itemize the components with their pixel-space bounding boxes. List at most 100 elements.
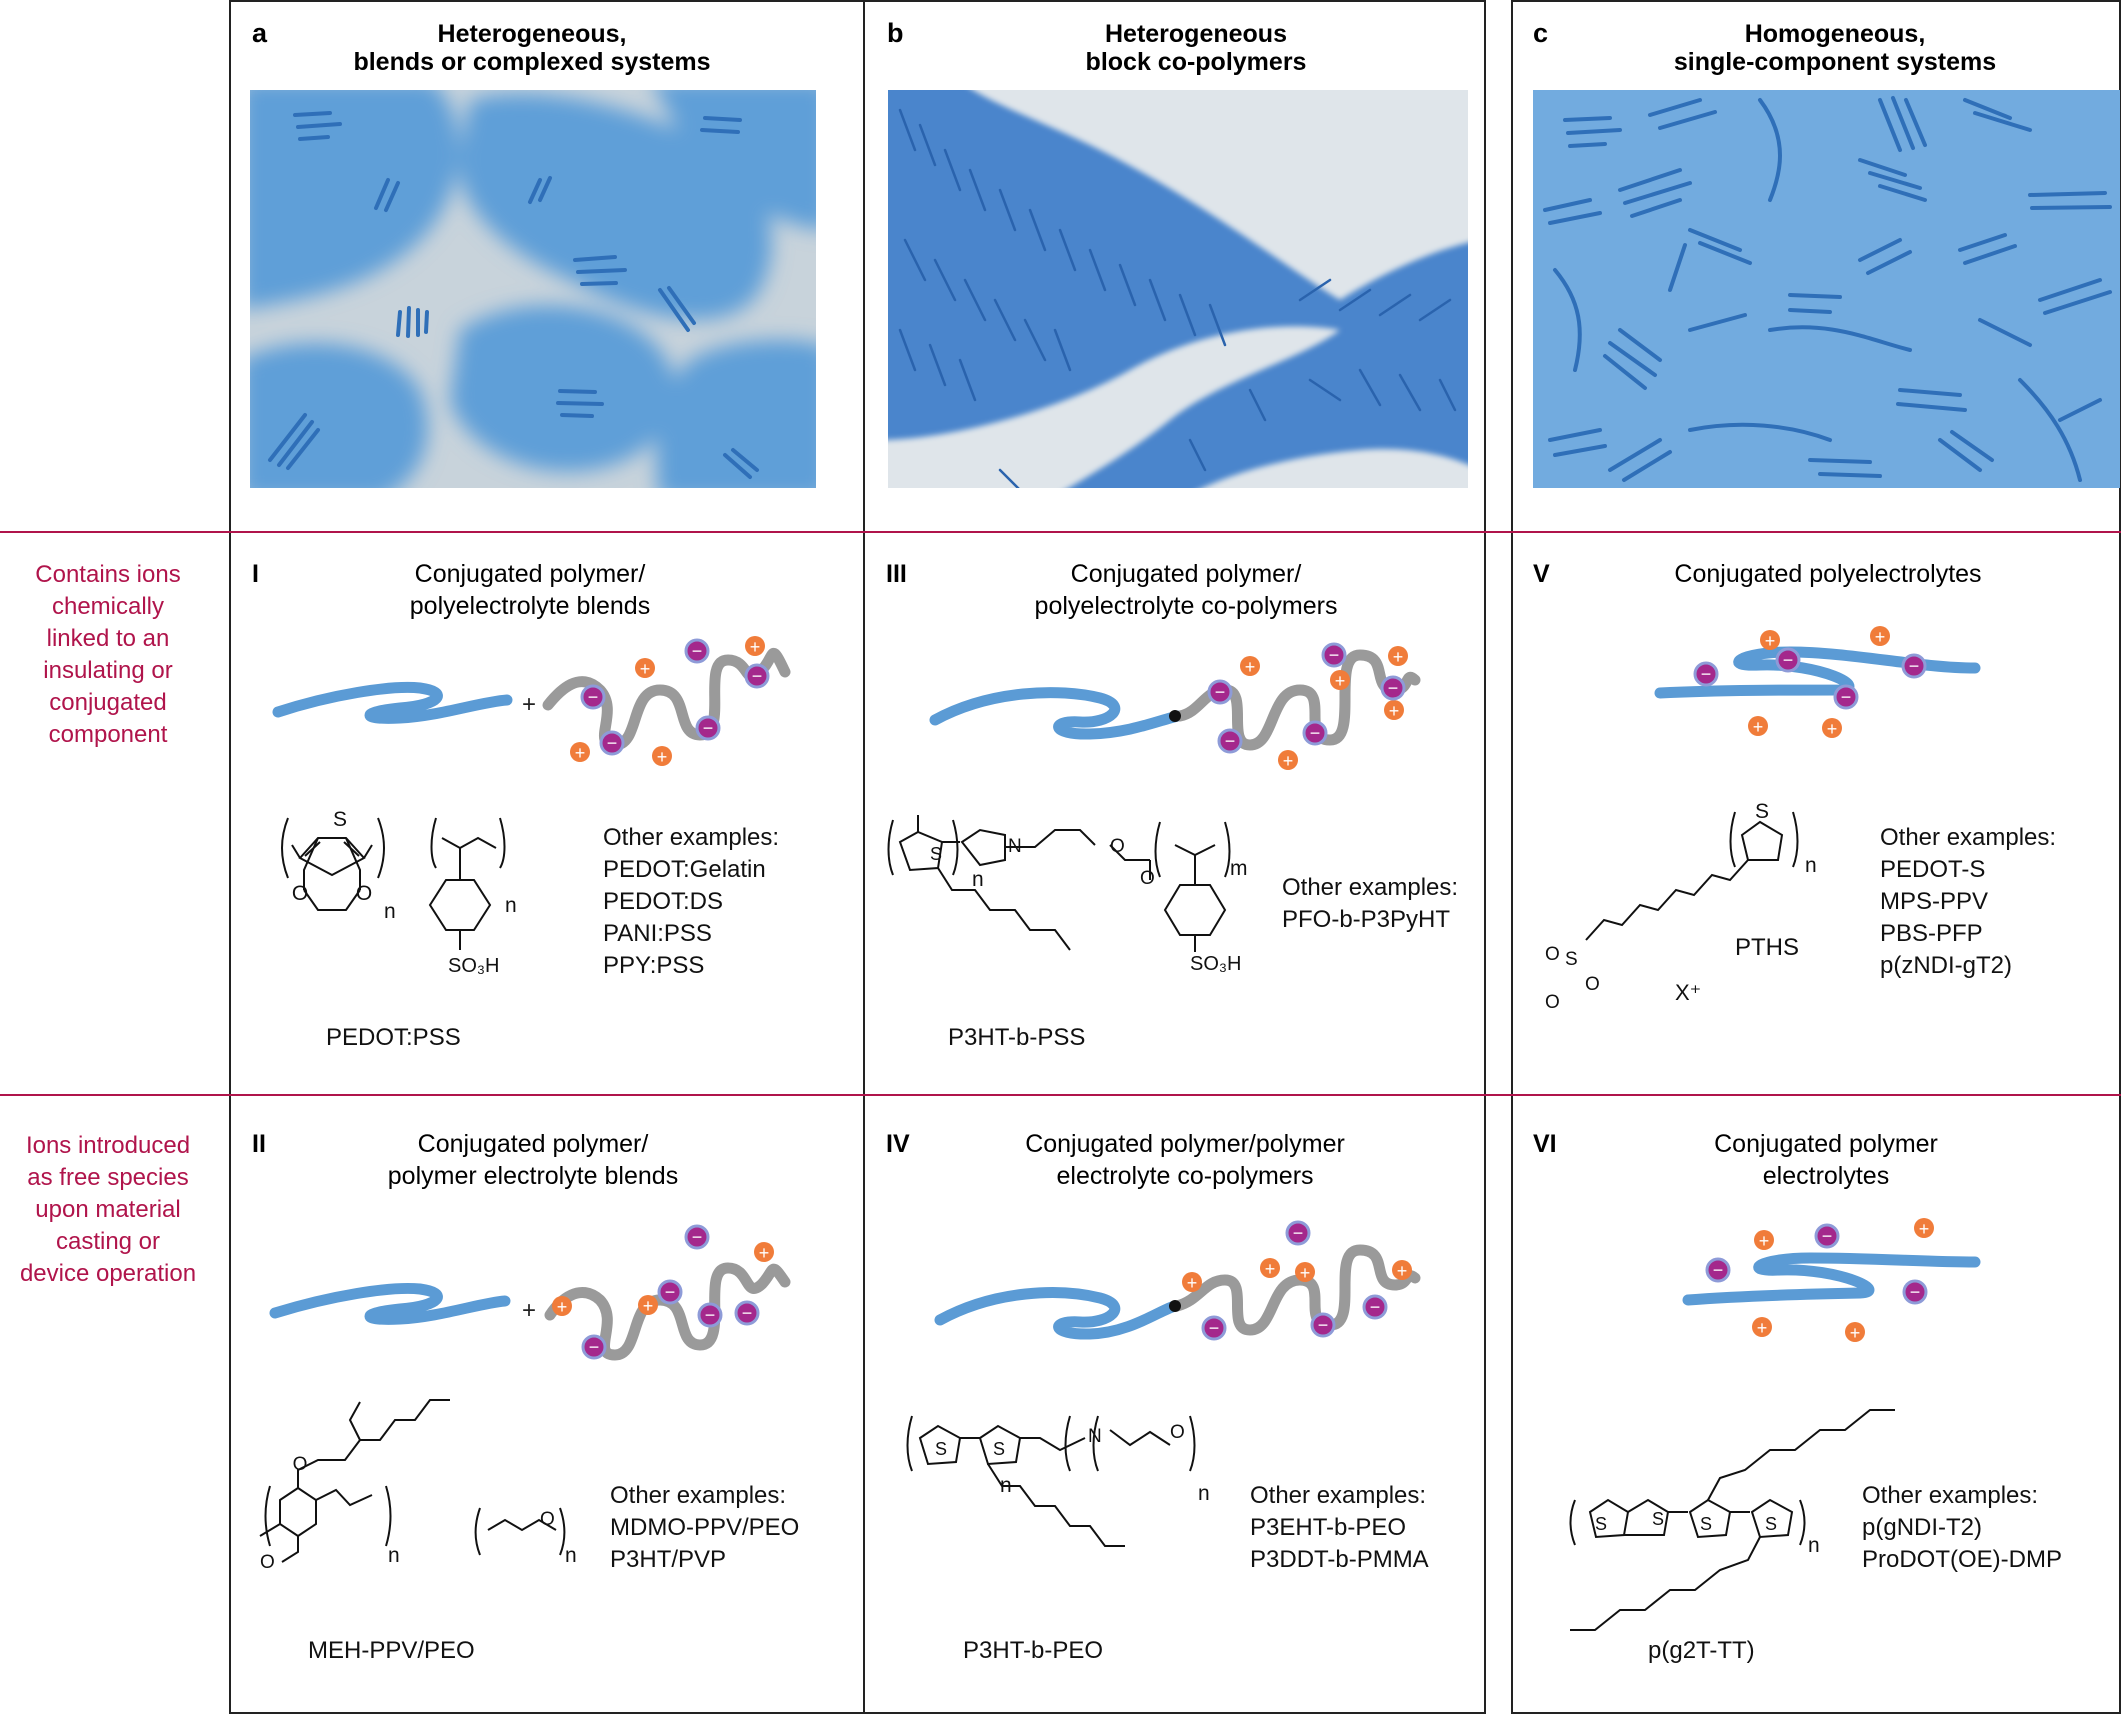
svg-text:S: S bbox=[1565, 949, 1578, 970]
svg-text:O: O bbox=[356, 882, 372, 905]
cation-marker bbox=[1330, 670, 1350, 690]
morphology-panel-block-copolymer bbox=[888, 90, 1468, 488]
anion-marker bbox=[1285, 1220, 1311, 1246]
anion-sign: − bbox=[742, 1303, 753, 1323]
svg-text:N: N bbox=[1008, 836, 1022, 857]
svg-text:block co-polymers: block co-polymers bbox=[1086, 48, 1307, 76]
svg-text:n: n bbox=[1805, 854, 1817, 877]
anion-sign: − bbox=[1783, 650, 1794, 670]
cation-sign: + bbox=[557, 1297, 568, 1317]
cation-sign: + bbox=[1283, 751, 1294, 771]
svg-text:n: n bbox=[1198, 1482, 1210, 1505]
cation-marker bbox=[1240, 656, 1260, 676]
svg-text:component: component bbox=[49, 721, 168, 748]
cation-marker bbox=[1295, 1262, 1315, 1282]
anion-marker bbox=[744, 663, 770, 689]
svg-text:O: O bbox=[1545, 944, 1560, 965]
other-examples-VI: Other examples: p(gNDI-T2) ProDOT(OE)-DM… bbox=[1862, 1482, 2062, 1573]
anion-marker bbox=[657, 1279, 683, 1305]
cation-marker bbox=[1754, 1230, 1774, 1250]
anion-marker bbox=[580, 684, 606, 710]
insulating-chain-II bbox=[544, 1262, 791, 1361]
cation-marker bbox=[552, 1296, 572, 1316]
svg-text:Heterogeneous: Heterogeneous bbox=[1105, 20, 1287, 48]
anion-sign: − bbox=[1209, 1318, 1220, 1338]
pss-structure bbox=[428, 817, 506, 950]
material-names: PEDOT:PSS P3HT-b-PSS PTHS MEH-PPV/PEO P3… bbox=[308, 934, 1799, 1664]
svg-text:Conjugated polymer/: Conjugated polymer/ bbox=[1071, 560, 1302, 588]
anion-marker bbox=[1362, 1294, 1388, 1320]
svg-text:Conjugated polymer/polymer: Conjugated polymer/polymer bbox=[1025, 1130, 1345, 1158]
anion-sign: − bbox=[1329, 645, 1340, 665]
column-header-a: a Heterogeneous, blends or complexed sys… bbox=[252, 18, 711, 76]
svg-text:PEDOT:PSS: PEDOT:PSS bbox=[326, 1024, 461, 1051]
anion-marker bbox=[1833, 684, 1859, 710]
svg-text:P3HT-b-PSS: P3HT-b-PSS bbox=[948, 1024, 1085, 1051]
cation-sign: + bbox=[1919, 1219, 1930, 1239]
svg-text:Other examples:: Other examples: bbox=[1282, 874, 1458, 901]
plus-sign: + bbox=[522, 691, 536, 718]
svg-text:V: V bbox=[1533, 560, 1550, 588]
anion-sign: − bbox=[665, 1282, 676, 1302]
conjugated-chain-III bbox=[929, 687, 1184, 740]
svg-text:Conjugated polymer/: Conjugated polymer/ bbox=[418, 1130, 649, 1158]
svg-text:O: O bbox=[1585, 974, 1600, 995]
svg-text:S: S bbox=[1765, 1514, 1777, 1534]
anion-sign: − bbox=[607, 733, 618, 753]
anion-sign: − bbox=[1910, 1282, 1921, 1302]
other-examples-II: Other examples: MDMO-PPV/PEO P3HT/PVP bbox=[610, 1482, 799, 1573]
cation-sign: + bbox=[1245, 657, 1256, 677]
svg-text:electrolyte co-polymers: electrolyte co-polymers bbox=[1056, 1162, 1313, 1190]
chemical-structures bbox=[259, 811, 1895, 1631]
svg-text:P3EHT-b-PEO: P3EHT-b-PEO bbox=[1250, 1514, 1406, 1541]
svg-text:P3HT-b-PEO: P3HT-b-PEO bbox=[963, 1637, 1103, 1664]
row-label-chemically-linked: Contains ions chemically linked to an in… bbox=[35, 561, 180, 748]
cation-sign: + bbox=[1187, 1273, 1198, 1293]
svg-text:MEH-PPV/PEO: MEH-PPV/PEO bbox=[308, 1637, 475, 1664]
cation-sign: + bbox=[1389, 701, 1400, 721]
svg-text:polymer electrolyte blends: polymer electrolyte blends bbox=[388, 1162, 678, 1190]
anion-sign: − bbox=[1225, 731, 1236, 751]
anion-sign: − bbox=[752, 666, 763, 686]
pedot-structure bbox=[281, 817, 385, 911]
svg-text:Contains ions: Contains ions bbox=[35, 561, 180, 588]
anion-sign: − bbox=[1388, 678, 1399, 698]
svg-text:Conjugated polymer/: Conjugated polymer/ bbox=[415, 560, 646, 588]
svg-text:n: n bbox=[1808, 1534, 1820, 1557]
anion-sign: − bbox=[1909, 656, 1920, 676]
svg-text:S: S bbox=[935, 1439, 947, 1459]
svg-text:PEDOT-S: PEDOT-S bbox=[1880, 856, 1985, 883]
svg-text:IV: IV bbox=[886, 1130, 910, 1158]
insulating-chain-III bbox=[1174, 649, 1421, 751]
column-header-c: c Homogeneous, single-component systems bbox=[1533, 18, 1996, 76]
cation-marker bbox=[1822, 718, 1842, 738]
junction-dot bbox=[1169, 710, 1181, 722]
svg-text:SO₃H: SO₃H bbox=[1190, 953, 1241, 975]
peo-structure bbox=[474, 1507, 566, 1556]
svg-text:p(g2T-TT): p(g2T-TT) bbox=[1648, 1637, 1755, 1664]
cation-marker bbox=[1392, 1260, 1412, 1280]
cation-marker bbox=[1870, 626, 1890, 646]
cation-marker bbox=[1752, 1317, 1772, 1337]
svg-text:III: III bbox=[886, 560, 907, 588]
svg-text:Heterogeneous,: Heterogeneous, bbox=[438, 20, 627, 48]
junction-dot bbox=[1169, 1300, 1181, 1312]
svg-text:Other examples:: Other examples: bbox=[610, 1482, 786, 1509]
cation-sign: + bbox=[1393, 647, 1404, 667]
svg-text:S: S bbox=[1652, 1509, 1664, 1529]
row-label-free-species: Ions introduced as free species upon mat… bbox=[20, 1132, 196, 1287]
morphology-panel-homogeneous bbox=[1533, 90, 2120, 488]
conjugated-chain-V bbox=[1654, 646, 1981, 699]
cation-sign: + bbox=[575, 743, 586, 763]
anion-marker bbox=[1705, 1257, 1731, 1283]
svg-text:Other examples:: Other examples: bbox=[1862, 1482, 2038, 1509]
svg-text:Homogeneous,: Homogeneous, bbox=[1745, 20, 1926, 48]
anion-sign: − bbox=[1293, 1223, 1304, 1243]
svg-text:PFO-b-P3PyHT: PFO-b-P3PyHT bbox=[1282, 906, 1450, 933]
anion-marker bbox=[1775, 647, 1801, 673]
anion-sign: − bbox=[1310, 723, 1321, 743]
cation-sign: + bbox=[640, 659, 651, 679]
svg-text:S: S bbox=[1755, 800, 1769, 823]
cation-sign: + bbox=[1397, 1261, 1408, 1281]
svg-text:N: N bbox=[1088, 1426, 1102, 1447]
